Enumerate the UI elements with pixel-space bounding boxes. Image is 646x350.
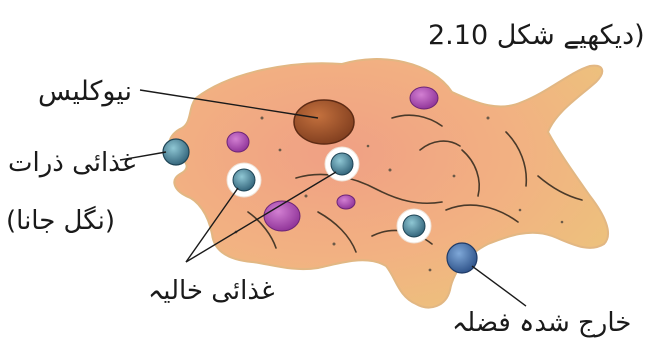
food-particles-label: غذائی ذرات xyxy=(8,150,135,176)
waste-particle xyxy=(447,243,477,273)
engulfing-label: (نگل جانا) xyxy=(6,208,115,234)
nucleus xyxy=(294,100,354,144)
nucleus-label: نیوکلیس xyxy=(38,78,132,105)
food-vacuole xyxy=(227,163,261,197)
food-particle xyxy=(163,139,189,165)
figure-reference: (دیکھیے شکل 2.10 xyxy=(428,22,645,49)
excreted-waste-label: خارج شدہ فضلہ xyxy=(452,310,631,336)
vacuole xyxy=(410,87,438,109)
vacuole xyxy=(337,195,355,209)
food-vacuole-label: غذائی خالیہ xyxy=(148,278,275,304)
food-vacuole xyxy=(397,209,431,243)
vacuole xyxy=(227,132,249,152)
vacuole xyxy=(264,201,300,231)
